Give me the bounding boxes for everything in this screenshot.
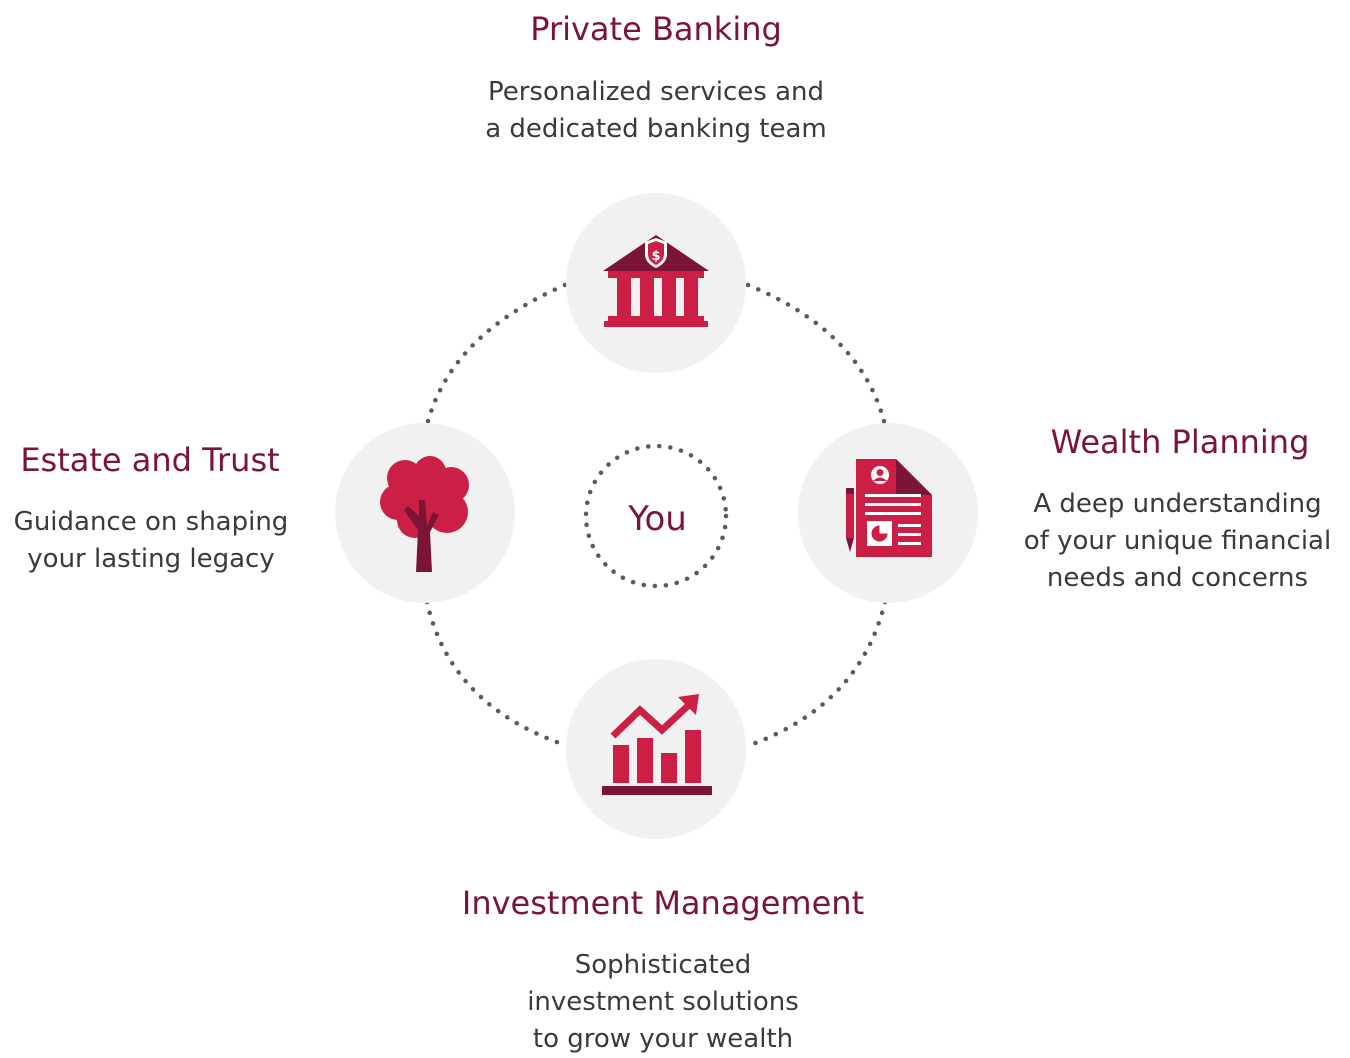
investment-management-desc-line: investment solutions (527, 987, 799, 1017)
svg-text:$: $ (651, 249, 660, 264)
investment-management-title: Investment Management (461, 884, 865, 922)
wealth-planning-desc-line: needs and concerns (1046, 563, 1309, 593)
estate-and-trust-description: Guidance on shaping your lasting legacy (0, 504, 302, 578)
wealth-planning-title: Wealth Planning (1050, 423, 1310, 461)
dotted-ring (424, 282, 888, 748)
center-dotted-circle (583, 443, 729, 589)
connector-bottom-right (747, 599, 888, 748)
investment-management-desc-line: Sophisticated (574, 950, 752, 980)
estate-and-trust-title: Estate and Trust (20, 441, 280, 479)
investment-management-circle (566, 659, 746, 839)
connector-bottom-left (424, 599, 568, 748)
investment-management-description: Sophisticated investment solutions to gr… (463, 947, 863, 1058)
wealth-planning-description: A deep understanding of your unique fina… (1005, 486, 1350, 597)
private-banking-title: Private Banking (530, 10, 782, 48)
growth-chart-icon (602, 694, 712, 795)
bank-building-icon: $ (603, 235, 709, 327)
private-banking-desc-line: a dedicated banking team (485, 114, 827, 144)
estate-and-trust-desc-line: your lasting legacy (27, 544, 275, 574)
center-label: You (628, 499, 687, 539)
investment-management-desc-line: to grow your wealth (532, 1024, 794, 1054)
document-report-icon (846, 459, 932, 557)
private-banking-description: Personalized services and a dedicated ba… (426, 74, 886, 148)
connector-top-left (424, 282, 568, 428)
private-banking-circle (566, 193, 746, 373)
connector-top-right (745, 282, 888, 428)
tree-icon (380, 456, 469, 572)
estate-and-trust-desc-line: Guidance on shaping (13, 507, 289, 537)
private-banking-desc-line: Personalized services and (487, 77, 825, 107)
wealth-planning-desc-line: of your unique financial (1023, 526, 1332, 556)
wealth-planning-desc-line: A deep understanding (1033, 489, 1322, 519)
